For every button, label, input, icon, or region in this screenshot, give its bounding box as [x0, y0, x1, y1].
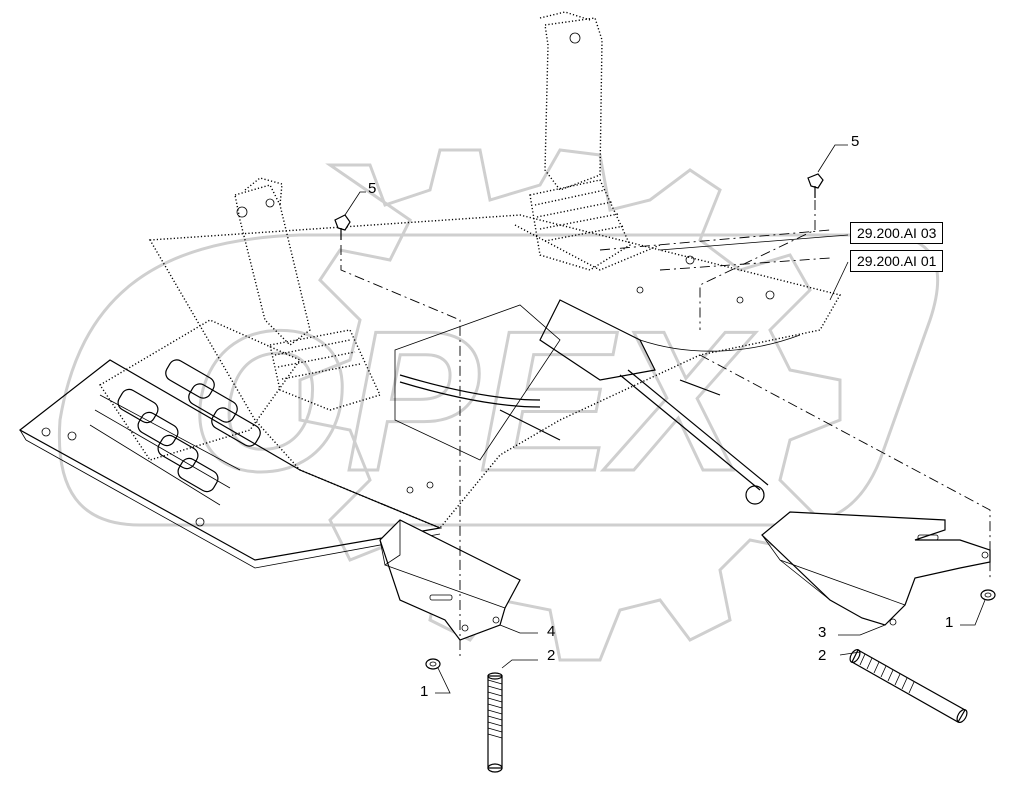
callout-leaders	[344, 144, 986, 694]
callout-1-left: 1	[420, 683, 429, 700]
threaded-rod-right	[849, 649, 968, 723]
nut-right	[980, 589, 996, 601]
bracket-part-4	[379, 519, 521, 641]
screw-right	[807, 173, 824, 198]
mounting-plate	[148, 214, 842, 529]
callout-4: 4	[547, 623, 556, 640]
reference-box-29-200-ai-03[interactable]: 29.200.AI 03	[850, 222, 944, 244]
callout-5-right: 5	[851, 133, 860, 150]
nut-left	[425, 658, 441, 670]
threaded-rod-left	[487, 672, 503, 773]
cable-linkage	[399, 299, 801, 505]
bracket-part-3	[761, 511, 991, 626]
watermark-logo: OPEX	[57, 148, 940, 662]
callout-1-right: 1	[945, 614, 954, 631]
left-joystick	[234, 177, 381, 411]
callout-2-left: 2	[547, 647, 556, 664]
assembly-centerlines	[340, 200, 991, 660]
watermark-text: OPEX	[190, 290, 756, 513]
left-console-tray	[99, 319, 302, 493]
callout-3: 3	[818, 624, 827, 641]
screw-left	[334, 214, 351, 240]
base-plate	[18, 359, 443, 569]
callout-5-left: 5	[368, 180, 377, 197]
callout-2-right: 2	[818, 647, 827, 664]
right-joystick	[514, 11, 661, 271]
reference-box-29-200-ai-01[interactable]: 29.200.AI 01	[850, 250, 944, 272]
